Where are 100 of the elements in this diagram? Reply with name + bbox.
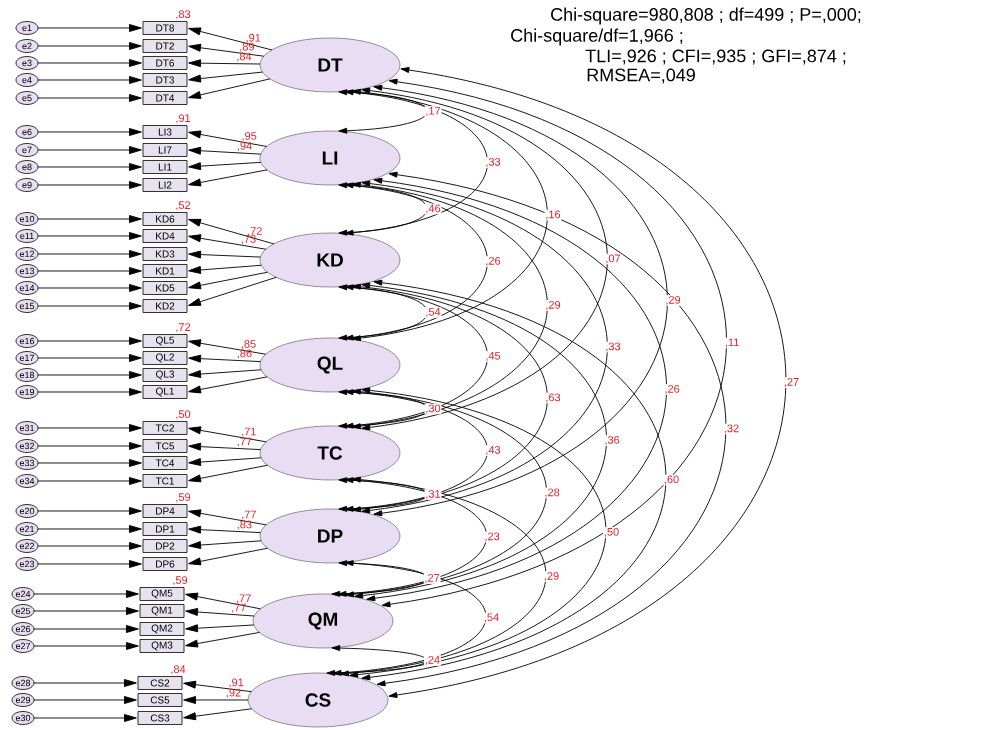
edge-label: ,77 — [232, 603, 246, 613]
fit-statistics-text: Chi-square=980,808 ; df=499 ; P=,000; — [551, 7, 861, 25]
r-squared-label: ,91 — [176, 114, 191, 124]
fit-statistics-text: TLI=,926 ; CFI=,935 ; GFI=,874 ; — [585, 49, 846, 65]
covariance-arc — [381, 78, 727, 608]
r-squared-label: ,83 — [176, 10, 191, 20]
covariance-arc — [338, 389, 428, 429]
indicator-box: DP6 — [142, 557, 188, 571]
arrow — [37, 146, 142, 154]
edge-label: ,83 — [237, 520, 252, 530]
arrow — [185, 608, 255, 617]
covariance-arc — [349, 387, 607, 678]
r-squared-label: ,72 — [176, 323, 191, 333]
indicator-box: DT6 — [142, 56, 188, 70]
indicator-box: TC1 — [142, 474, 188, 488]
edge-label: ,11 — [724, 337, 741, 349]
edge-label: ,29 — [543, 571, 560, 582]
arrow — [37, 525, 142, 533]
indicator-box: QM2 — [139, 622, 185, 636]
covariance-arc — [344, 182, 488, 341]
edge-label: ,71 — [242, 427, 256, 437]
r-squared-label: ,50 — [176, 410, 191, 420]
indicator-box: TC2 — [142, 421, 188, 435]
arrow — [37, 442, 142, 450]
covariance-arc — [361, 180, 608, 514]
arrow — [37, 371, 142, 379]
indicator-box: DP2 — [142, 539, 188, 553]
arrow — [37, 560, 142, 568]
edge-label: ,45 — [484, 351, 502, 362]
covariance-arc — [337, 477, 488, 597]
edge-label: ,92 — [226, 688, 241, 698]
arrow — [188, 234, 267, 250]
arrow — [188, 161, 262, 171]
indicator-box: KD4 — [142, 229, 188, 243]
edge-label: ,63 — [544, 392, 562, 404]
edge-label: ,94 — [237, 141, 252, 151]
arrow — [37, 477, 142, 485]
edge-label: ,43 — [484, 445, 502, 456]
arrow — [188, 264, 262, 274]
indicator-box: LI3 — [142, 125, 188, 139]
arrow — [188, 457, 262, 466]
covariance-arc — [352, 88, 548, 342]
covariance-arc — [332, 560, 487, 676]
arrow — [37, 128, 142, 136]
arrow — [188, 27, 273, 51]
edge-label: ,91 — [246, 33, 261, 43]
arrow — [188, 426, 267, 443]
edge-label: ,29 — [664, 295, 682, 306]
covariance-arc — [340, 476, 547, 677]
arrow — [37, 424, 142, 432]
arrow — [37, 24, 142, 32]
edge-label: ,33 — [604, 341, 622, 353]
edge-label: ,27 — [423, 573, 441, 584]
arrow — [188, 43, 265, 57]
edge-label: ,31 — [424, 489, 442, 500]
arrow — [188, 169, 268, 187]
edge-label: ,54 — [483, 612, 500, 624]
edge-label: ,24 — [423, 655, 441, 666]
covariance-arc — [388, 67, 787, 698]
indicator-box: LI1 — [142, 160, 188, 174]
indicator-box: QM1 — [139, 604, 185, 618]
arrow — [37, 542, 142, 550]
arrow — [188, 509, 267, 526]
indicator-box: TC4 — [142, 456, 188, 470]
covariance-arc — [366, 177, 667, 602]
covariance-arc — [361, 279, 667, 681]
indicator-box: DP4 — [142, 504, 188, 518]
covariance-arc — [354, 282, 607, 599]
arrow — [37, 94, 142, 102]
indicator-box: QL1 — [142, 385, 188, 399]
edge-label: ,26 — [484, 256, 502, 267]
edge-label: ,89 — [240, 42, 255, 52]
arrow — [185, 631, 260, 648]
arrow — [33, 607, 139, 615]
indicator-box: QL3 — [142, 368, 188, 382]
arrow — [185, 592, 261, 610]
covariance-arc — [338, 284, 428, 341]
arrow — [188, 218, 275, 245]
indicator-box: DP1 — [142, 522, 188, 536]
covariance-arc — [344, 89, 488, 236]
arrow — [37, 388, 142, 396]
arrow — [37, 302, 142, 310]
r-squared-label: ,52 — [176, 201, 191, 211]
arrow — [37, 42, 142, 50]
covariance-arc — [338, 182, 428, 236]
indicator-box: QM5 — [139, 587, 185, 601]
indicator-box: LI2 — [142, 178, 188, 192]
covariance-arc — [345, 388, 547, 598]
arrow — [188, 339, 267, 355]
arrow — [33, 679, 137, 687]
covariance-arc — [361, 87, 608, 431]
arrow — [37, 284, 142, 292]
indicator-box: QL2 — [142, 351, 188, 365]
edge-label: ,72 — [248, 227, 262, 237]
indicator-box: DT4 — [142, 91, 188, 105]
edge-label: ,23 — [483, 531, 501, 543]
indicator-box: LI7 — [142, 143, 188, 157]
covariance-arc — [338, 477, 428, 512]
indicator-box: DT3 — [142, 73, 188, 87]
arrow — [188, 525, 261, 534]
